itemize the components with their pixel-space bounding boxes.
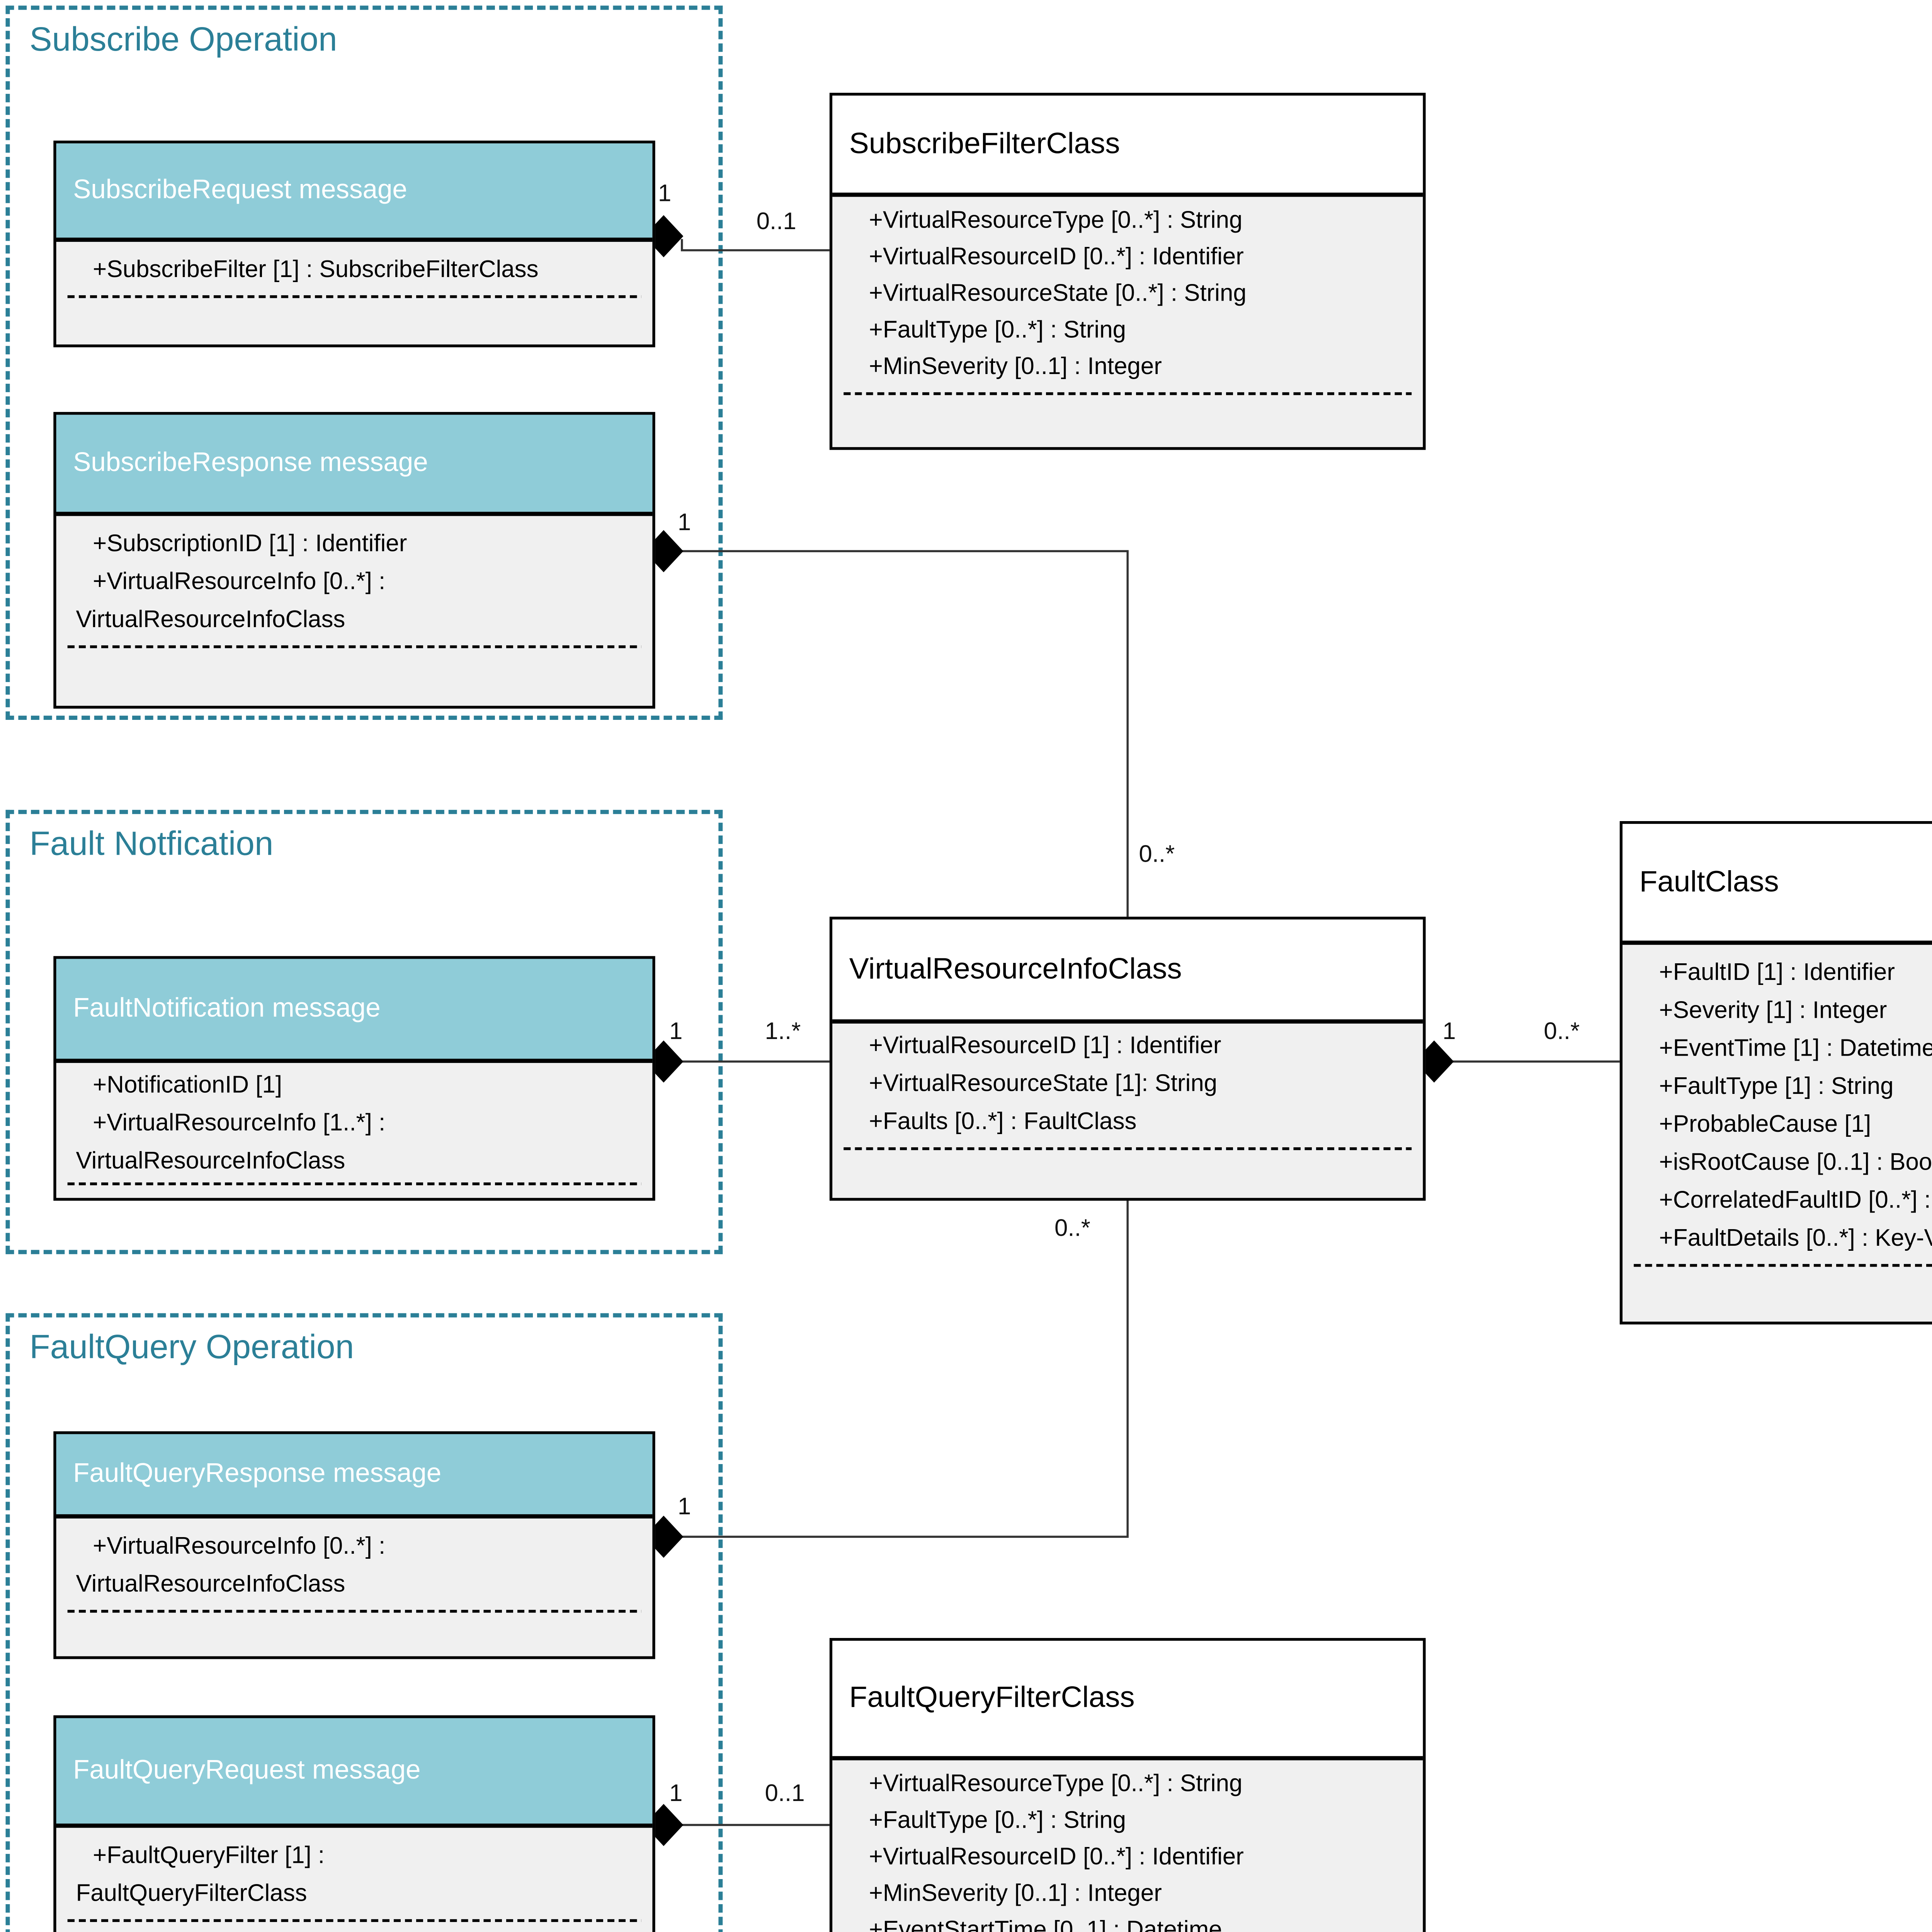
attribute-section: +SubscriptionID [1] : Identifier +Virtua… xyxy=(56,516,653,648)
attribute: +VirtualResourceState [1]: String xyxy=(869,1070,1218,1097)
attribute-section: +NotificationID [1] +VirtualResourceInfo… xyxy=(56,1063,653,1185)
attribute: +MinSeverity [0..1] : Integer xyxy=(869,353,1162,380)
multiplicity-label: 1..* xyxy=(765,1018,801,1045)
attribute: +MinSeverity [0..1] : Integer xyxy=(869,1879,1162,1907)
attribute: +SubscribeFilter [1] : SubscribeFilterCl… xyxy=(93,256,539,283)
attribute: +FaultDetails [0..*] : Key-Value pairs xyxy=(1659,1225,1932,1252)
attribute: +FaultID [1] : Identifier xyxy=(1659,959,1895,986)
class-title: FaultClass xyxy=(1622,824,1932,945)
attribute-separator xyxy=(1634,1264,1932,1267)
attribute-section: +VirtualResourceType [0..*] : String +Fa… xyxy=(832,1760,1423,1932)
class-title: FaultQueryRequest message xyxy=(56,1718,653,1828)
attribute-section: +VirtualResourceType [0..*] : String +Vi… xyxy=(832,197,1423,395)
attribute: VirtualResourceInfoClass xyxy=(76,606,345,633)
attribute: +CorrelatedFaultID [0..*] : Identifier xyxy=(1659,1187,1932,1214)
class-subscriberequest-message: SubscribeRequest message +SubscribeFilte… xyxy=(53,140,655,347)
group-title-fault-notification: Fault Notfication xyxy=(29,825,274,864)
class-subscriberesponse-message: SubscribeResponse message +SubscriptionI… xyxy=(53,412,655,709)
attribute: VirtualResourceInfoClass xyxy=(76,1570,345,1597)
class-title: FaultQueryFilterClass xyxy=(832,1641,1423,1760)
attribute: +VirtualResourceType [0..*] : String xyxy=(869,206,1243,234)
attribute: +VirtualResourceInfo [1..*] : xyxy=(93,1109,386,1136)
attribute-separator xyxy=(67,295,641,298)
attribute: +EventStartTime [0..1] : Datetime xyxy=(869,1916,1222,1932)
group-fault-notification: Fault Notfication xyxy=(5,810,723,1254)
group-subscribe-operation: Subscribe Operation xyxy=(5,5,723,720)
attribute: +NotificationID [1] xyxy=(93,1071,282,1098)
attribute: +ProbableCause [1] xyxy=(1659,1111,1871,1138)
attribute: +EventTime [1] : Datetime xyxy=(1659,1035,1932,1062)
attribute: +VirtualResourceType [0..*] : String xyxy=(869,1770,1243,1797)
multiplicity-label: 1 xyxy=(677,509,691,536)
group-faultquery-operation: FaultQuery Operation xyxy=(5,1313,723,1932)
attribute: VirtualResourceInfoClass xyxy=(76,1147,345,1174)
multiplicity-label: 1 xyxy=(1442,1018,1456,1045)
attribute: +Faults [0..*] : FaultClass xyxy=(869,1108,1137,1135)
attribute: +Severity [1] : Integer xyxy=(1659,997,1887,1024)
attribute-separator xyxy=(67,1182,641,1185)
class-faultqueryresponse-message: FaultQueryResponse message +VirtualResou… xyxy=(53,1431,655,1659)
multiplicity-label: 0..* xyxy=(1139,840,1175,868)
attribute-section: +FaultID [1] : Identifier +Severity [1] … xyxy=(1622,945,1932,1267)
group-title-faultquery-operation: FaultQuery Operation xyxy=(29,1328,354,1367)
attribute: +FaultType [0..*] : String xyxy=(869,316,1126,343)
multiplicity-label: 0..* xyxy=(1054,1214,1090,1242)
class-title: SubscribeFilterClass xyxy=(832,95,1423,197)
attribute-section: +VirtualResourceID [1] : Identifier +Vir… xyxy=(832,1024,1423,1150)
attribute-separator xyxy=(844,392,1412,395)
attribute-separator xyxy=(67,1919,641,1922)
class-faultqueryfilterclass: FaultQueryFilterClass +VirtualResourceTy… xyxy=(829,1638,1426,1932)
attribute-section: +SubscribeFilter [1] : SubscribeFilterCl… xyxy=(56,242,653,298)
attribute: +FaultType [0..*] : String xyxy=(869,1806,1126,1833)
class-faultqueryrequest-message: FaultQueryRequest message +FaultQueryFil… xyxy=(53,1715,655,1932)
attribute: +VirtualResourceID [0..*] : Identifier xyxy=(869,243,1244,270)
attribute-separator xyxy=(844,1147,1412,1150)
attribute: +VirtualResourceID [0..*] : Identifier xyxy=(869,1843,1244,1870)
attribute: +SubscriptionID [1] : Identifier xyxy=(93,530,407,557)
class-title: FaultQueryResponse message xyxy=(56,1434,653,1519)
attribute: +VirtualResourceInfo [0..*] : xyxy=(93,1532,386,1560)
attribute: +FaultType [1] : String xyxy=(1659,1073,1894,1100)
group-title-subscribe-operation: Subscribe Operation xyxy=(29,21,337,59)
attribute-section: +FaultQueryFilter [1] : FaultQueryFilter… xyxy=(56,1828,653,1922)
class-subscribefilterclass: SubscribeFilterClass +VirtualResourceTyp… xyxy=(829,93,1426,450)
connector-faultqueryresponse-virtualresourceinfoclass xyxy=(675,1201,1129,1538)
multiplicity-label: 1 xyxy=(669,1780,683,1807)
multiplicity-label: 0..1 xyxy=(756,208,796,235)
class-title: SubscribeResponse message xyxy=(56,415,653,516)
multiplicity-label: 1 xyxy=(658,180,672,207)
attribute-separator xyxy=(67,1610,641,1613)
attribute: +VirtualResourceState [0..*] : String xyxy=(869,280,1247,307)
attribute: FaultQueryFilterClass xyxy=(76,1879,307,1907)
multiplicity-label: 1 xyxy=(677,1493,691,1520)
attribute: +VirtualResourceInfo [0..*] : xyxy=(93,568,386,595)
attribute: +VirtualResourceID [1] : Identifier xyxy=(869,1032,1221,1059)
attribute: +FaultQueryFilter [1] : xyxy=(93,1842,325,1869)
attribute: +isRootCause [0..1] : Boolean xyxy=(1659,1148,1932,1175)
attribute-separator xyxy=(67,645,641,648)
class-faultnotification-message: FaultNotification message +NotificationI… xyxy=(53,956,655,1201)
class-title: VirtualResourceInfoClass xyxy=(832,919,1423,1024)
multiplicity-label: 0..1 xyxy=(765,1780,805,1807)
class-title: FaultNotification message xyxy=(56,959,653,1063)
connector-subscriberesponse-virtualresourceinfoclass xyxy=(675,550,1129,917)
class-title: SubscribeRequest message xyxy=(56,143,653,242)
class-virtualresourceinfoclass: VirtualResourceInfoClass +VirtualResourc… xyxy=(829,917,1426,1201)
multiplicity-label: 0..* xyxy=(1544,1018,1580,1045)
attribute-section: +VirtualResourceInfo [0..*] : VirtualRes… xyxy=(56,1519,653,1613)
class-faultclass: FaultClass +FaultID [1] : Identifier +Se… xyxy=(1619,821,1932,1325)
multiplicity-label: 1 xyxy=(669,1018,683,1045)
